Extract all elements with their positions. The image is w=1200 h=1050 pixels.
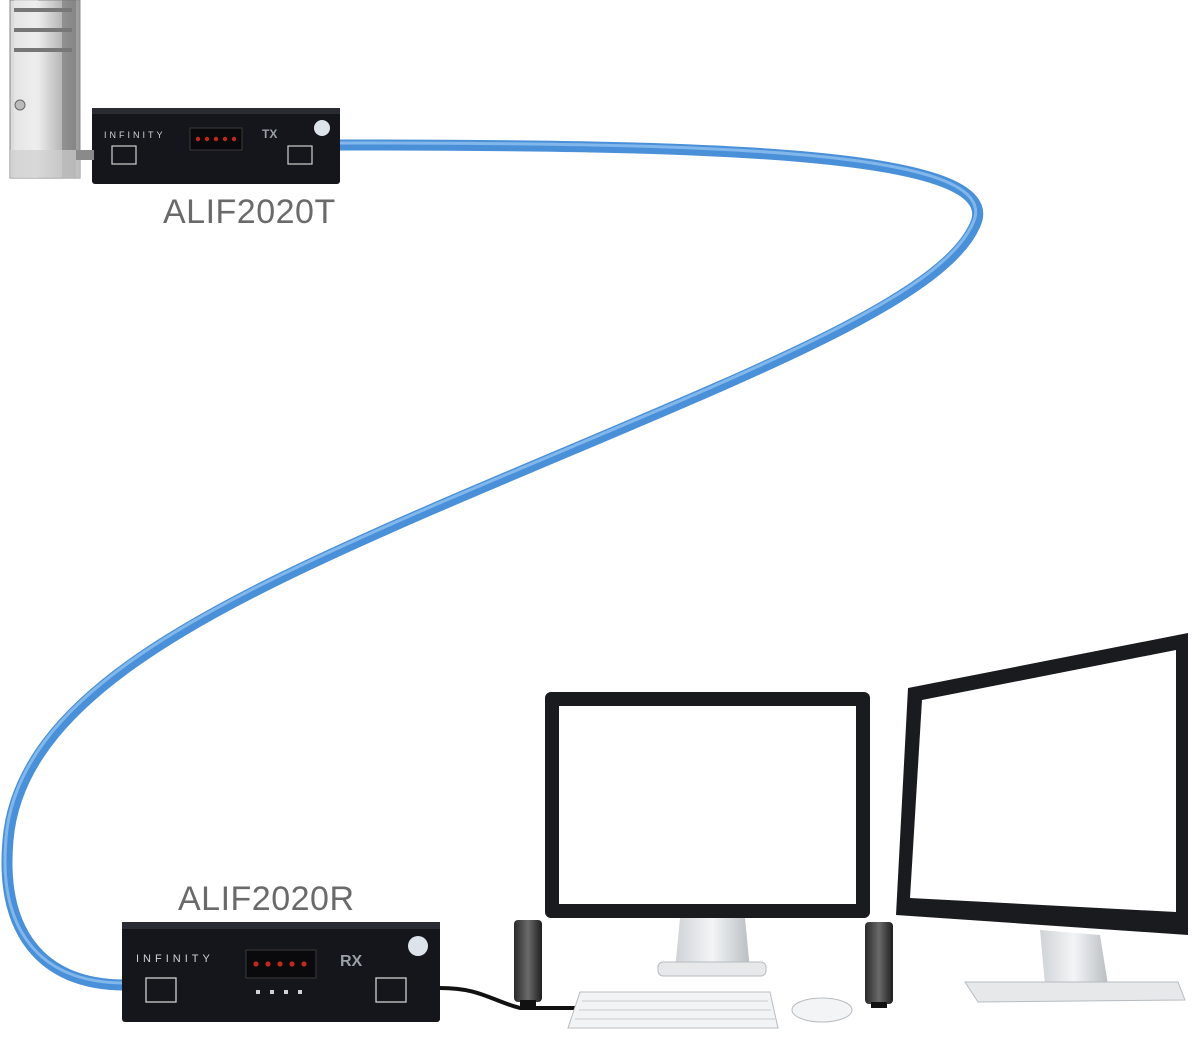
rx-brand-text: INFINITY [136,953,214,965]
rx-port-left [145,977,177,1003]
cable-highlight [3,141,977,985]
tx-port-left [111,145,137,165]
tx-badge-text: TX [262,127,277,141]
tx-brand-text: INFINITY [104,130,166,140]
speaker-left [514,920,542,1006]
tx-port-right [287,145,313,165]
peripheral-cable [439,986,580,1010]
receiver-model-label: ALIF2020R [178,880,355,918]
monitor-right [896,633,1188,1003]
pc-tower [9,0,81,179]
rx-button-row [256,990,302,994]
rx-badge-text: RX [340,953,363,970]
speaker-right [865,922,893,1008]
transmitter-unit: INFINITY TX [76,108,340,184]
fiber-cable [1,139,983,991]
rx-led-row [253,961,307,967]
monitor-left [545,692,870,977]
rx-logo-icon [408,936,428,956]
keyboard [567,991,779,1029]
tx-led-row [195,136,237,142]
tx-logo-icon [314,120,330,136]
rx-port-right [375,977,407,1003]
receiver-unit: INFINITY RX [122,922,440,1022]
transmitter-model-label: ALIF2020T [163,193,336,231]
cable-path [1,139,983,991]
mouse [791,997,853,1023]
